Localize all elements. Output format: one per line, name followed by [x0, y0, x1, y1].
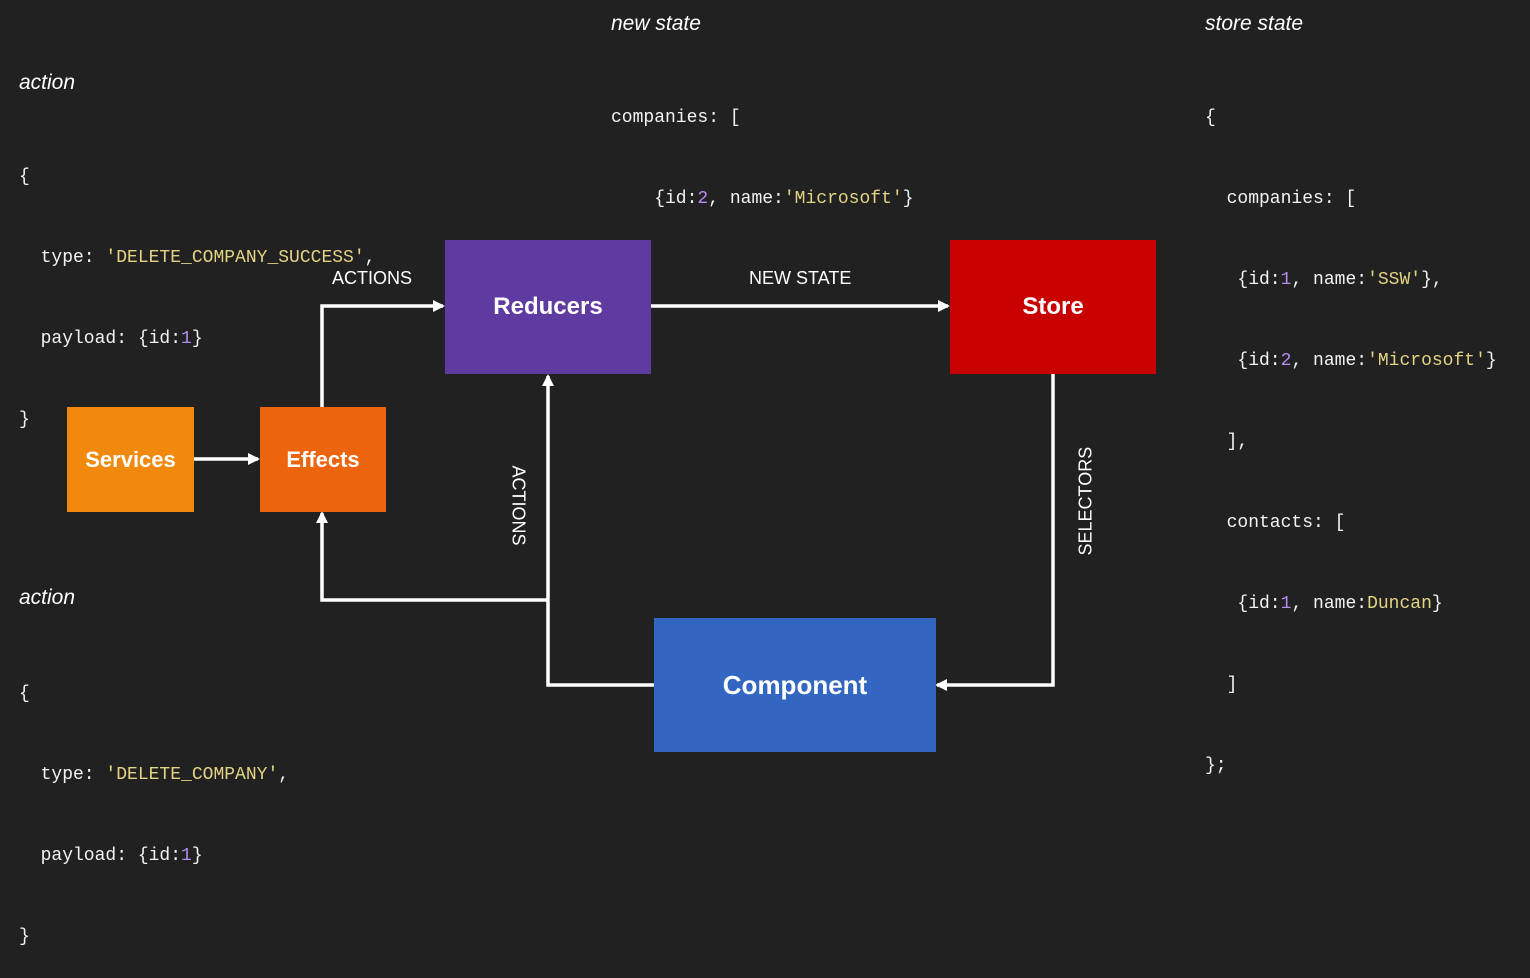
- code-line: companies: [: [611, 108, 741, 128]
- component-to-reducers-label: ACTIONS: [508, 465, 529, 546]
- store-state-heading: store state: [1205, 12, 1304, 35]
- code-line: ]: [1205, 675, 1238, 695]
- store-to-component-arrow: [935, 374, 1055, 691]
- services-box: Services: [67, 407, 194, 512]
- code-line: ],: [1205, 432, 1249, 452]
- component-to-effects-arrow: [316, 511, 548, 602]
- action-bottom-heading: action: [19, 586, 76, 609]
- code-line: type: 'DELETE_COMPANY',: [19, 765, 290, 785]
- component-label: Component: [722, 669, 868, 700]
- code-line: }: [19, 927, 30, 947]
- effects-to-reducers-label: ACTIONS: [332, 268, 413, 288]
- code-line: {id:2, name:'Microsoft'}: [611, 189, 914, 209]
- action-type-value: 'DELETE_COMPANY': [105, 765, 279, 785]
- code-line: contacts: [: [1205, 513, 1346, 533]
- code-line: {id:1, name:Duncan}: [1205, 594, 1443, 614]
- code-line: payload: {id:1}: [19, 329, 203, 349]
- store-label: Store: [1022, 293, 1084, 320]
- reducers-to-store-label: NEW STATE: [749, 268, 852, 288]
- effects-box: Effects: [260, 407, 386, 512]
- code-line: }: [19, 410, 30, 430]
- store-state-code: { companies: [ {id:1, name:'SSW'}, {id:2…: [1205, 51, 1497, 807]
- code-line: {: [19, 167, 30, 187]
- new-state-heading: new state: [611, 12, 701, 35]
- action-type-value: 'DELETE_COMPANY_SUCCESS': [105, 248, 365, 268]
- code-line: {id:1, name:'SSW'},: [1205, 270, 1443, 290]
- payload-id-value: 1: [181, 329, 192, 349]
- payload-id-value: 1: [181, 846, 192, 866]
- effects-to-reducers-arrow: [320, 300, 445, 407]
- code-line: companies: [: [1205, 189, 1357, 209]
- code-line: {id:2, name:'Microsoft'}: [1205, 351, 1497, 371]
- code-line: type: 'DELETE_COMPANY_SUCCESS',: [19, 248, 376, 268]
- store-box: Store: [950, 240, 1156, 374]
- reducers-label: Reducers: [493, 293, 603, 320]
- effects-label: Effects: [286, 446, 360, 472]
- code-line: {: [19, 684, 30, 704]
- reducers-box: Reducers: [445, 240, 651, 374]
- action-top-heading: action: [19, 71, 76, 94]
- code-line: {: [1205, 108, 1216, 128]
- code-line: payload: {id:1}: [19, 846, 203, 866]
- component-to-reducers-arrow: [542, 374, 654, 687]
- code-line: };: [1205, 756, 1227, 776]
- component-box: Component: [654, 618, 936, 752]
- action-top-code: { type: 'DELETE_COMPANY_SUCCESS', payloa…: [19, 110, 375, 461]
- flow-connectors: [194, 300, 1055, 691]
- services-label: Services: [85, 446, 176, 472]
- store-to-component-label: SELECTORS: [1075, 446, 1096, 556]
